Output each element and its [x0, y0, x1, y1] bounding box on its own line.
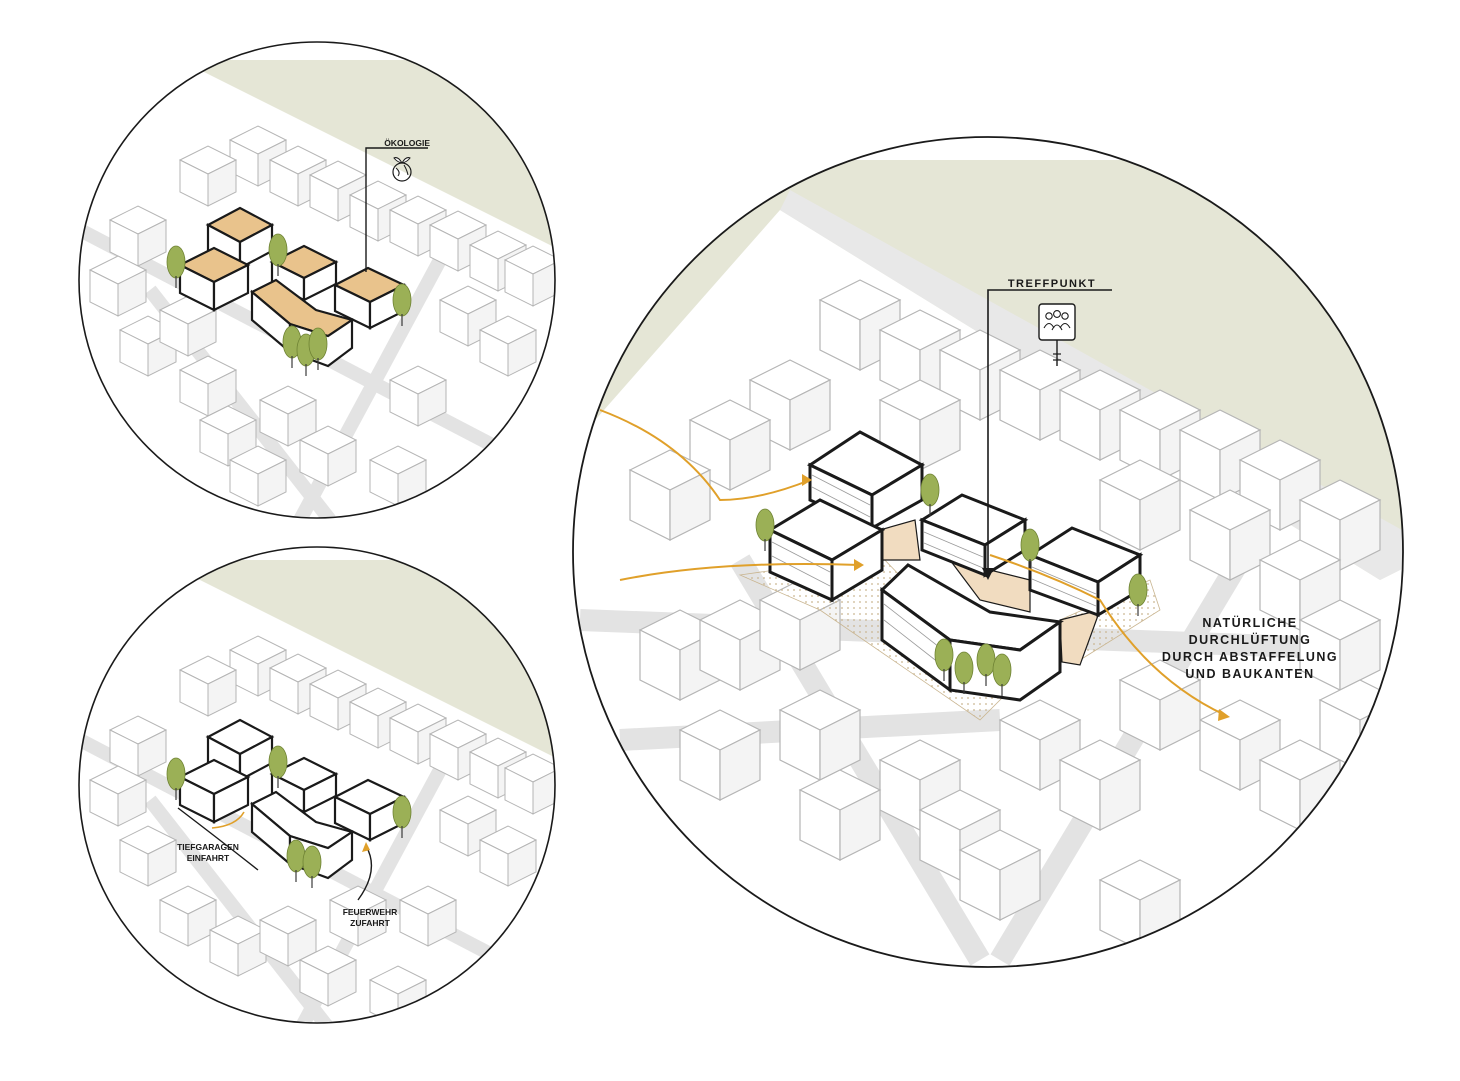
- label-luftung-4: UND BAUKANTEN: [1185, 667, 1314, 681]
- label-luftung-3: DURCH ABSTAFFELUNG: [1162, 650, 1338, 664]
- airflow-arrows: [599, 409, 1226, 716]
- meeting-map: [573, 137, 1403, 967]
- ventilation-label: NATÜRLICHE DURCHLÜFTUNG DURCH ABSTAFFELU…: [1162, 615, 1338, 681]
- label-tiefgaragen-2: EINFAHRT: [187, 853, 230, 863]
- fire-arrow-head: [362, 842, 370, 852]
- airflow-arrowheads: [802, 474, 1230, 721]
- proposed-buildings: [177, 718, 407, 880]
- people-group-sign-icon: [1038, 303, 1076, 366]
- treffpunkt-leader-line: [987, 289, 1112, 575]
- circle-meeting-ventilation: TREFFPUNKT NATÜRLICHE DURCHLÜFTUNG DURCH…: [572, 136, 1404, 968]
- circle-ecology: ÖKOLOGIE: [78, 41, 556, 519]
- label-treffpunkt: TREFFPUNKT: [1008, 278, 1096, 290]
- ecology-map: [79, 42, 555, 518]
- circle-frame: [78, 41, 556, 519]
- circle-frame: [78, 546, 556, 1024]
- garage-arrow: [177, 807, 259, 871]
- label-luftung-2: DURCHLÜFTUNG: [1189, 632, 1312, 647]
- label-luftung-1: NATÜRLICHE: [1202, 615, 1297, 630]
- garage-entry-arrow: [211, 811, 245, 829]
- globe-plant-icon: [392, 157, 412, 182]
- label-oekologie: ÖKOLOGIE: [384, 138, 430, 148]
- ecology-leader-line: [365, 147, 428, 272]
- access-map: [79, 547, 555, 1023]
- proposed-buildings: [177, 206, 407, 368]
- label-tiefgaragen-1: TIEFGARAGEN: [177, 842, 239, 852]
- circle-frame: [572, 136, 1404, 968]
- green-strip: [573, 160, 1403, 580]
- treffpunkt-pointer: [982, 568, 994, 580]
- label-feuerwehr-1: FEUERWEHR: [343, 907, 398, 917]
- circle-access: TIEFGARAGEN EINFAHRT FEUERWEHR ZUFAHRT: [78, 546, 556, 1024]
- label-feuerwehr-2: ZUFAHRT: [350, 918, 390, 928]
